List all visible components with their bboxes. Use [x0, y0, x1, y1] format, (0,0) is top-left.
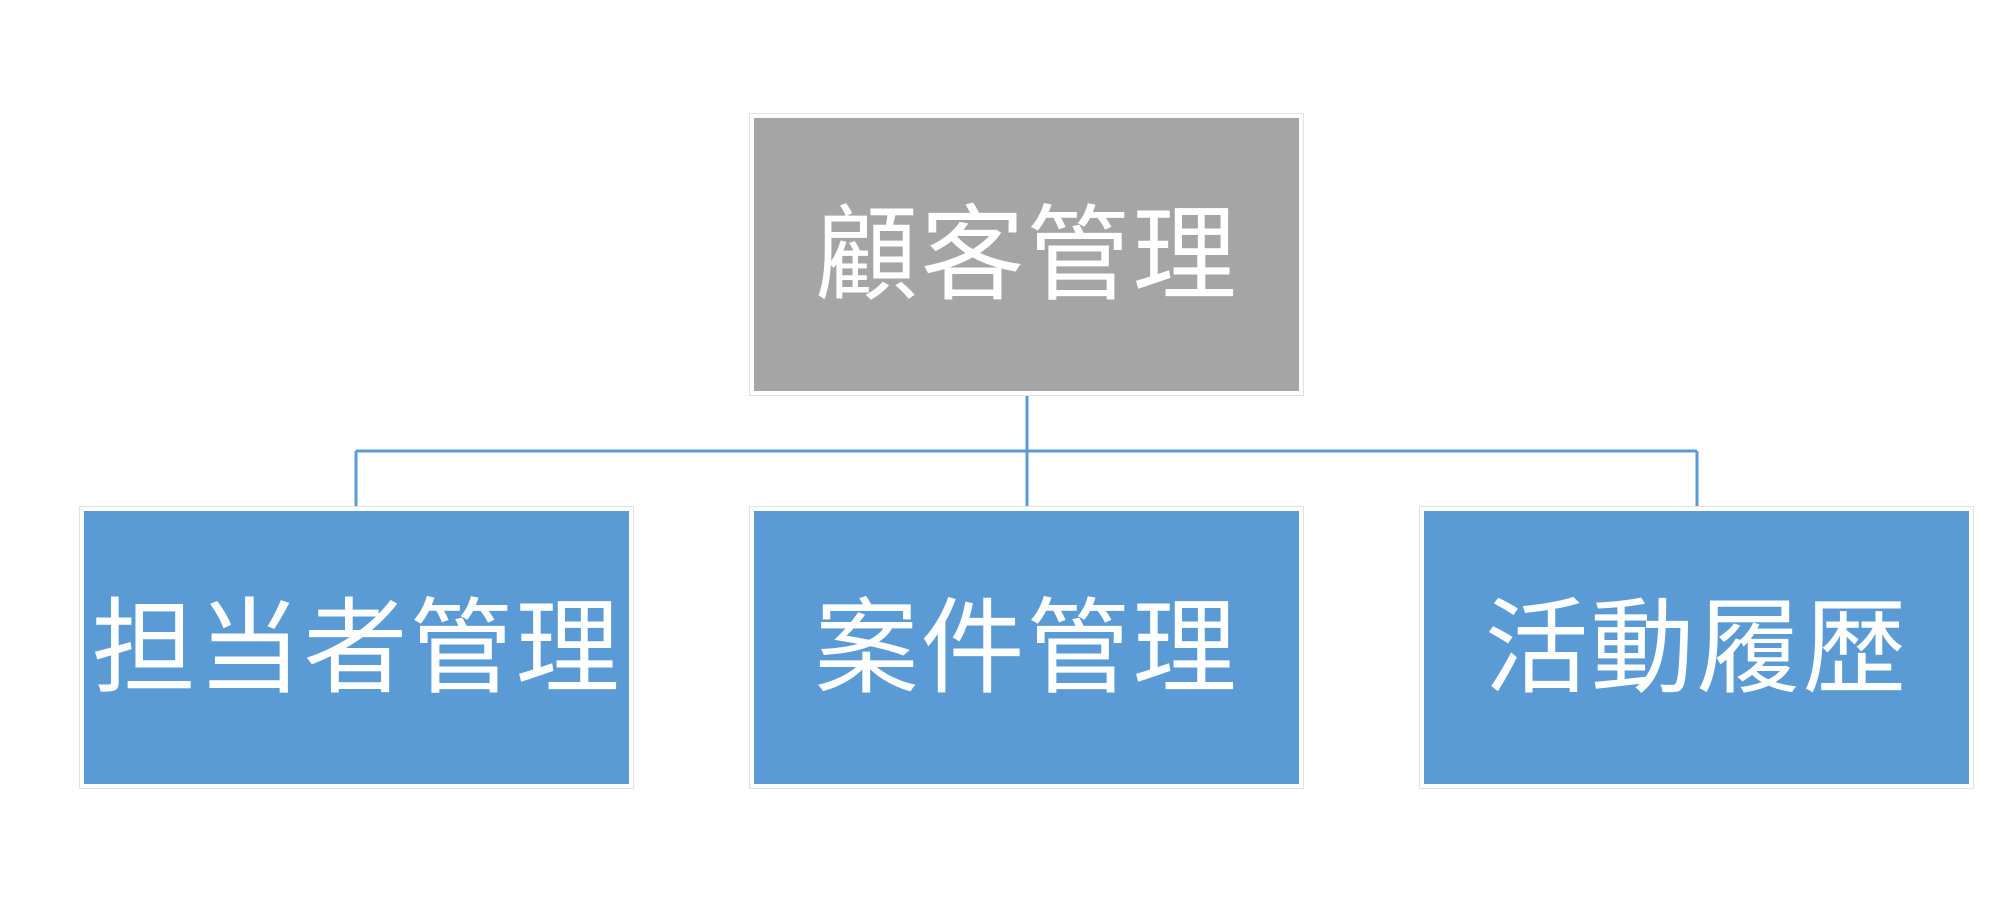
child-node-activity-history[interactable]: 活動履歴: [1419, 506, 1974, 789]
child-node-deal-management[interactable]: 案件管理: [749, 506, 1304, 789]
child-node-label: 担当者管理: [91, 586, 622, 709]
root-node-customer-management[interactable]: 顧客管理: [749, 113, 1304, 396]
child-node-contact-management[interactable]: 担当者管理: [79, 506, 634, 789]
child-node-label: 案件管理: [814, 586, 1239, 709]
root-node-label: 顧客管理: [814, 193, 1239, 316]
child-node-label: 活動履歴: [1484, 586, 1909, 709]
